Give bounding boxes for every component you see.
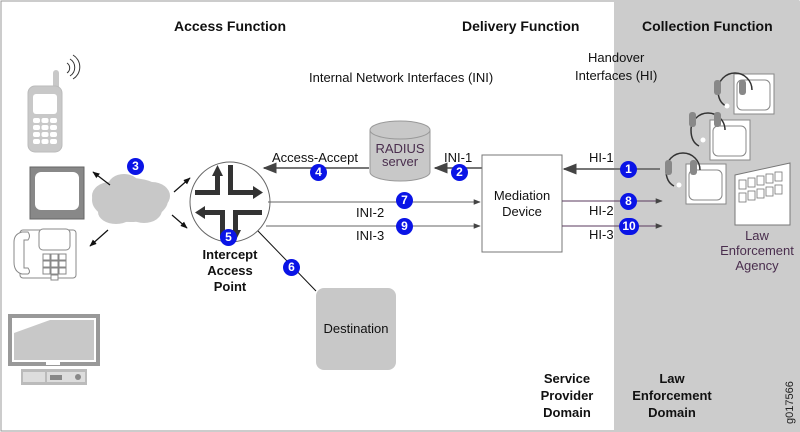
intercept-access-point-label: Intercept Access Point [190,247,270,295]
tv-monitor-icon [29,166,85,220]
building-icon [734,162,791,226]
ini2-label: INI-2 [356,205,385,220]
law-enforcement-domain-label: Law Enforcement Domain [622,370,722,421]
le-line2: Enforcement [632,388,712,403]
cell-phone-icon [27,54,81,153]
step-badge-4: 4 [310,164,327,181]
destination-node [316,288,396,370]
mediation-device-label: Mediation Device [482,188,562,220]
iap-line1: Intercept [202,247,258,262]
cloud-network-icon [92,174,170,224]
iap-line2: Access [207,263,253,278]
mediation-line1: Mediation [493,188,551,203]
radius-server-label: RADIUS server [370,141,430,169]
sp-line1: Service [543,371,591,386]
headset-terminal-icon [689,112,751,161]
step-badge-5: 5 [220,229,237,246]
delivery-function-heading: Delivery Function [462,18,580,34]
hi1-label: HI-1 [589,150,614,165]
ini3-label: INI-3 [356,228,385,243]
destination-label: Destination [323,321,389,336]
cloud-to-iap-arrow-upper [173,177,191,193]
ini1-label: INI-1 [444,150,473,165]
lea-line3: Agency [735,258,779,273]
flat-screen-tv-icon [8,314,100,385]
mediation-line2: Device [502,204,542,219]
database-icon [369,120,431,182]
access-function-heading: Access Function [174,18,287,34]
step-badge-6: 6 [283,259,300,276]
sp-line3: Domain [543,405,591,420]
le-line1: Law [659,371,685,386]
cloud-to-tv-arrow [92,171,111,186]
cloud-to-phone-arrow [89,229,109,247]
access-accept-label: Access-Accept [272,150,358,165]
desk-phone-icon [13,228,77,281]
step-badge-7: 7 [396,192,413,209]
figure-id: g017566 [784,381,796,424]
headset-terminal-icon [665,152,727,205]
step-badge-8: 8 [620,193,637,210]
lea-line2: Enforcement [720,243,794,258]
sp-line2: Provider [540,388,594,403]
collection-function-heading: Collection Function [642,18,773,34]
step-badge-1: 1 [620,161,637,178]
lea-line1: Law [745,228,769,243]
cloud-to-iap-arrow-lower [171,214,188,229]
hi2-label: HI-2 [589,203,614,218]
step-badge-9: 9 [396,218,413,235]
hi-group-label-line1: Handover [588,50,645,65]
ini-group-label: Internal Network Interfaces (INI) [309,70,494,85]
hi-group-label-line2: Interfaces (HI) [575,68,658,83]
iap-line3: Point [213,279,247,294]
service-provider-domain-label: Service Provider Domain [527,370,607,421]
radius-line1: RADIUS [375,141,425,156]
step-badge-2: 2 [451,164,468,181]
step-badge-3: 3 [127,158,144,175]
hi3-label: HI-3 [589,227,614,242]
headset-terminal-icon [714,72,775,115]
step-badge-10: 10 [619,218,639,235]
law-enforcement-agency-label: Law Enforcement Agency [712,228,800,273]
mediation-device-node [481,154,563,253]
le-line3: Domain [648,405,696,420]
radius-line2: server [381,154,419,169]
